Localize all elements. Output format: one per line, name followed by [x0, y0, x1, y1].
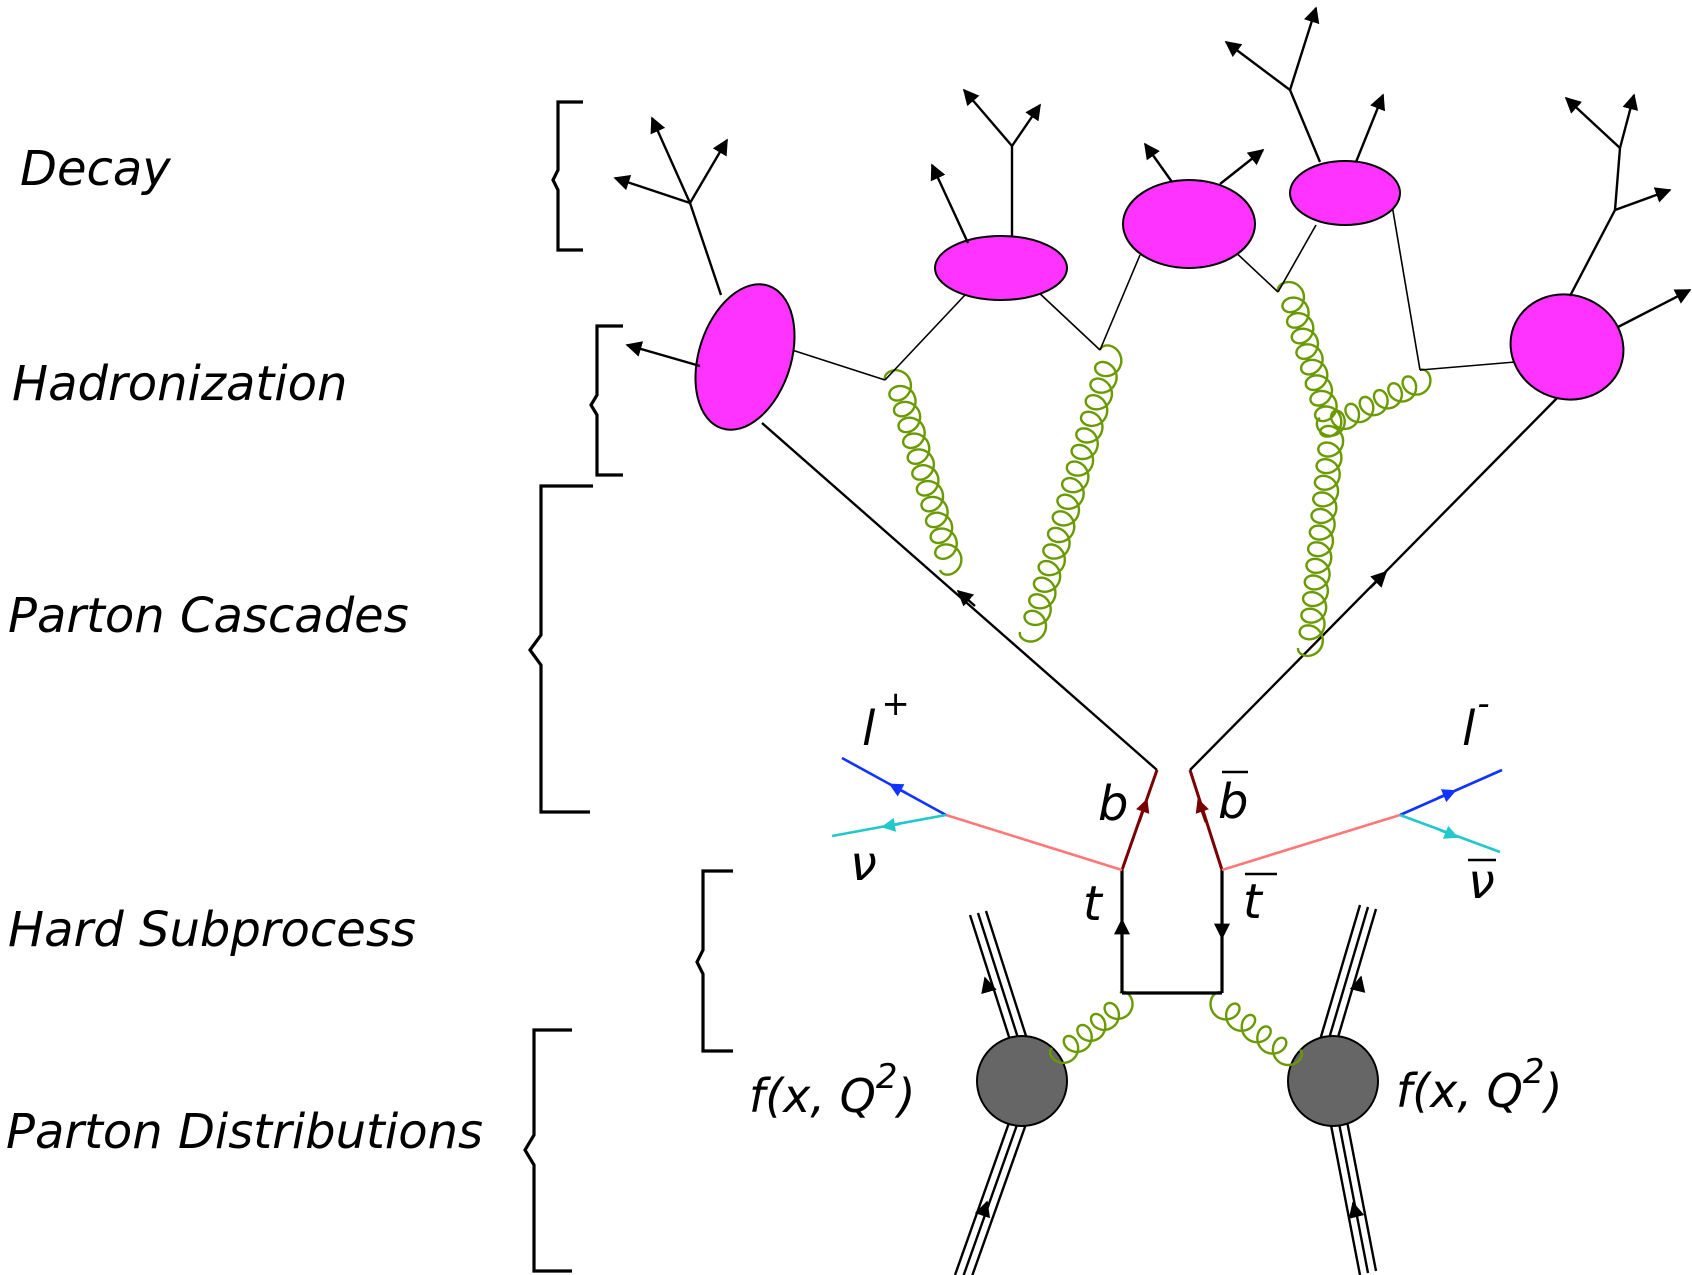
- b-bar-quark-cascade: [1189, 391, 1564, 771]
- colour-strings: [791, 204, 1516, 381]
- hadron-blob-4: [1289, 160, 1401, 226]
- pdf-label-left: f(x, Q2): [749, 1057, 915, 1123]
- proton-beam-left: [953, 910, 1028, 1275]
- stage-label-decay: Decay: [20, 141, 171, 197]
- bracket-hadronization: [589, 324, 623, 477]
- stage-label-hard-subprocess: Hard Subprocess: [8, 902, 416, 958]
- hadron-blob-3: [1122, 179, 1256, 269]
- incoming-gluons: [1048, 990, 1304, 1067]
- label-t: t: [1083, 876, 1104, 932]
- label-nu-bar: ν: [1468, 854, 1496, 910]
- antineutrino-line: [1399, 813, 1501, 854]
- hadron-blob-1: [694, 283, 796, 431]
- top-to-bottom-decay: [1120, 769, 1224, 871]
- cascade-gluons: [883, 280, 1432, 658]
- bracket-decay: [551, 100, 583, 252]
- label-b-bar: b: [1218, 770, 1248, 830]
- lepton-plus-line: [841, 756, 947, 817]
- label-l-minus: l-: [1462, 684, 1490, 757]
- decay-products: [613, 6, 1692, 368]
- bracket-parton-distributions: [523, 1028, 572, 1273]
- hadron-blob-2: [934, 235, 1068, 301]
- label-t-bar: t: [1243, 872, 1277, 930]
- bracket-hard-subprocess: [695, 869, 733, 1053]
- pdf-label-right: f(x, Q2): [1396, 1052, 1562, 1118]
- svg-text:b: b: [1218, 774, 1248, 830]
- label-nu: ν: [850, 836, 877, 892]
- top-quark-lines: [1114, 870, 1230, 995]
- proton-beam-right: [1318, 904, 1378, 1275]
- stage-label-parton-cascades: Parton Cascades: [8, 588, 409, 644]
- svg-text:ν: ν: [1468, 854, 1495, 910]
- w-bosons: [945, 813, 1401, 872]
- svg-text:t: t: [1243, 874, 1264, 930]
- b-quark-cascade: [761, 422, 1158, 771]
- lepton-minus-line: [1399, 768, 1503, 817]
- stage-label-hadronization: Hadronization: [12, 356, 347, 412]
- stage-label-parton-distributions: Parton Distributions: [6, 1104, 483, 1160]
- proton-blob-left: [976, 1035, 1068, 1127]
- bracket-parton-cascades: [528, 484, 593, 814]
- hadron-blob-5: [1509, 293, 1625, 401]
- neutrino-line: [831, 813, 947, 838]
- proton-blob-right: [1287, 1035, 1379, 1127]
- label-l-plus: l+: [862, 684, 910, 757]
- label-b: b: [1098, 776, 1128, 832]
